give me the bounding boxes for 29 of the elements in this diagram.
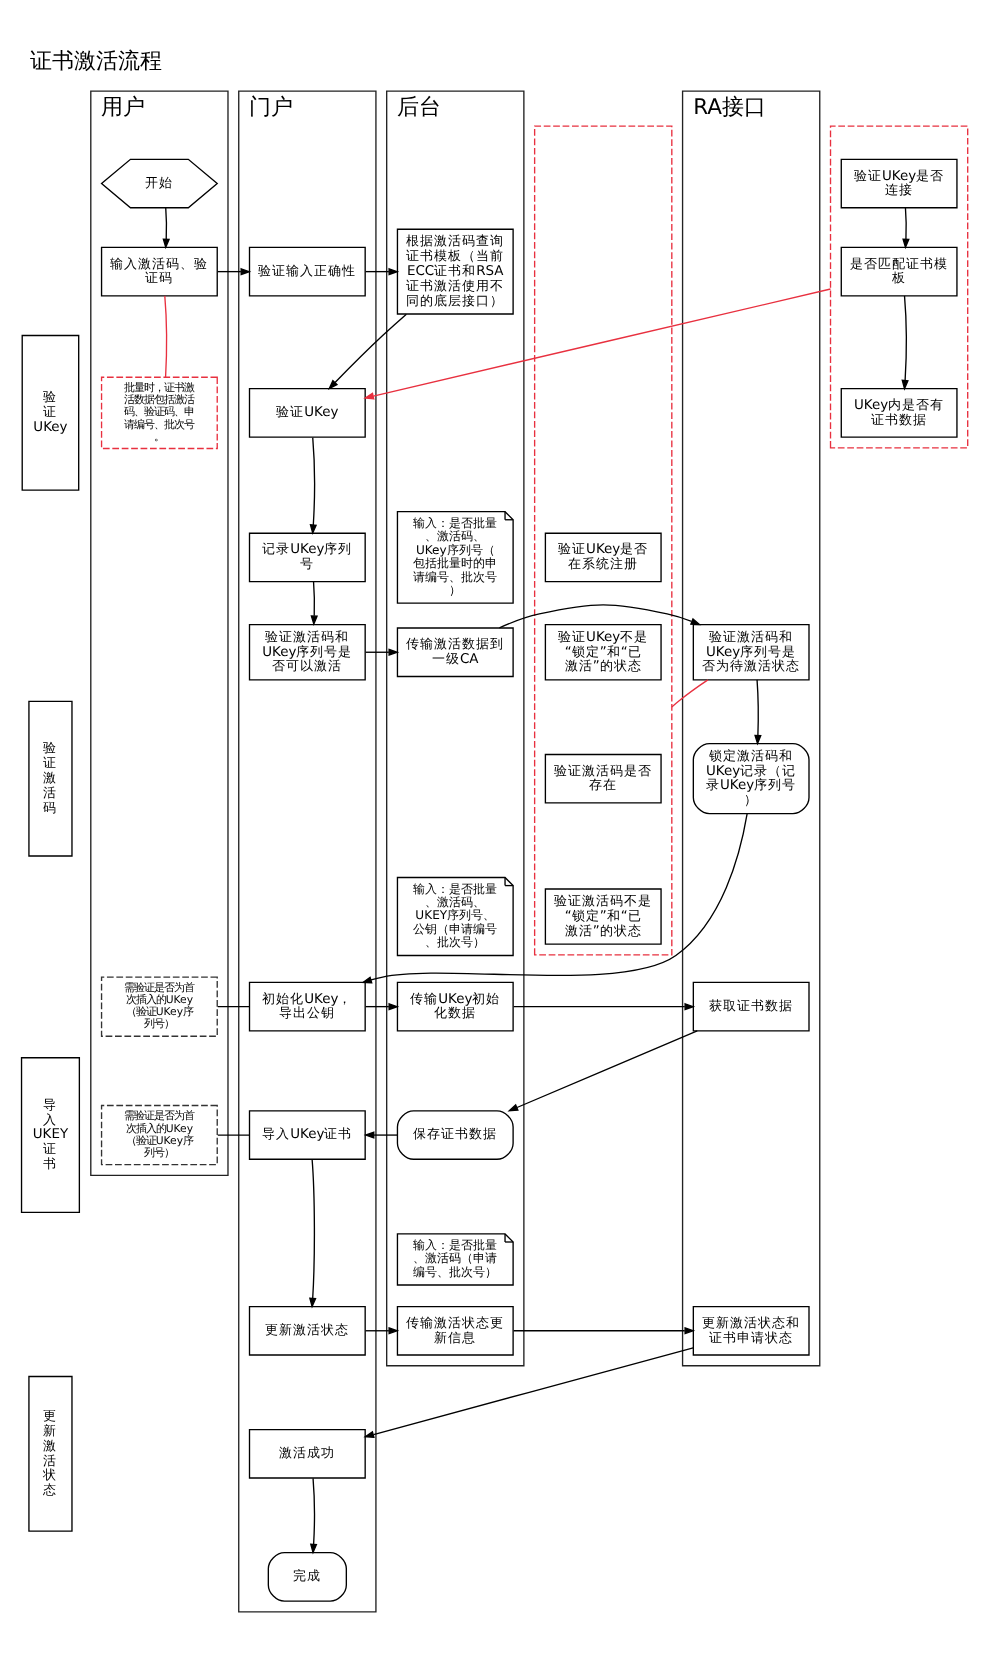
arrow [513, 1001, 696, 1010]
arrow [309, 1476, 318, 1554]
arrow [901, 294, 909, 390]
arrow [217, 266, 252, 275]
connector [217, 1133, 250, 1135]
arrow [498, 603, 702, 628]
arrow [363, 1346, 694, 1438]
connector [671, 678, 709, 707]
arrow [513, 1326, 696, 1334]
arrow [309, 435, 318, 535]
cluster [829, 124, 969, 448]
arrow [507, 1029, 698, 1111]
arrow [162, 206, 170, 249]
cluster [533, 124, 673, 955]
arrow [327, 312, 408, 389]
arrow [361, 812, 748, 983]
arrow [365, 266, 400, 275]
connector [217, 1004, 250, 1007]
arrow [365, 1001, 400, 1010]
arrow [902, 206, 910, 249]
arrow [754, 678, 762, 745]
arrow [363, 287, 832, 399]
diagram-title: 证书激活流程 [30, 46, 163, 73]
arrow [365, 647, 400, 655]
arrow [363, 1130, 398, 1138]
connector [164, 294, 168, 377]
arrow [365, 1326, 400, 1334]
arrow [310, 580, 318, 626]
arrow [308, 1157, 317, 1308]
